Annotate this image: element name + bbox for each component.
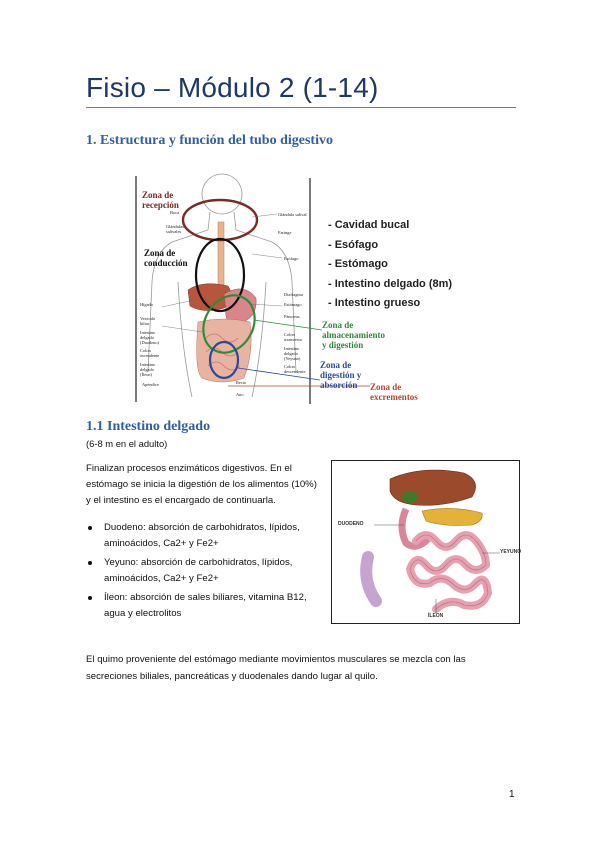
label-higado: Hígado [140,302,153,307]
bullet-icon [88,596,92,600]
section-1-1-heading: 1.1 Intestino delgado [86,419,211,434]
section-1-heading: 1. Estructura y función del tubo digesti… [86,133,333,148]
list-item: Duodeno: absorción de carbohidratos, líp… [86,520,320,551]
label-glandula-salival: Glándula salival [278,212,307,217]
label-estomago: Estómago [284,302,302,307]
page-title: Fisio – Módulo 2 (1-14) [86,72,379,103]
label-vesicula: Vesícula biliar [140,316,155,326]
zone-conduccion-label: Zona de conducción [144,248,188,268]
zone-excrementos-label: Zona de excrementos [370,382,418,402]
label-boca: Boca [170,210,180,215]
zone-almacenamiento-label: Zona de almacenamiento y digestión [322,320,385,350]
label-diafragma: Diafragma [284,292,303,297]
label-faringe: Faringe [278,230,292,235]
label-colon-transverso: Colon transverso [284,332,303,342]
list-item: Yeyuno: absorción de carbohidratos, lípi… [86,555,320,586]
organ-list: - Cavidad bucal - Esófago - Estómago - I… [328,216,452,314]
label-intestino-yeyuno: Intestino delgado (Yeyuno) [284,346,301,361]
label-pancreas: Páncreas [284,314,300,319]
bullet-text: Yeyuno: absorción de carbohidratos, lípi… [104,557,293,584]
label-glandulas-salivales: Glándulas salivales [166,224,184,234]
label-intestino-duodeno: Intestino delgado (Duodeno) [140,330,160,345]
label-apendice: Apéndice [142,382,159,387]
closing-paragraph: El quimo proveniente del estómago median… [86,654,466,682]
label-recto: Recto [236,380,247,385]
label-ileon: ÍLEON [428,613,444,619]
label-colon-descendente: Colon descendente [284,364,306,374]
zone-absorcion-label: Zona de digestión y absorción [320,360,362,390]
absorption-list: Duodeno: absorción de carbohidratos, líp… [86,520,320,625]
label-colon-ascendente: Colon ascendente [140,348,160,358]
label-ano: Ano [236,392,244,397]
list-item: Íleon: absorción de sales biliares, vita… [86,590,320,621]
intro-paragraph: Finalizan procesos enzimáticos digestivo… [86,463,317,506]
bullet-text: Duodeno: absorción de carbohidratos, líp… [104,522,300,549]
digestive-tract-figure: Zona de recepción Zona de conducción Zon… [132,172,472,404]
organ-item: - Cavidad bucal [328,219,410,231]
organ-item: - Estómago [328,258,388,270]
organ-item: - Esófago [328,238,379,251]
page-number: 1 [509,789,515,800]
title-underline [86,107,516,108]
section-1-1-subtitle: (6-8 m en el adulto) [86,438,168,449]
bullet-text: Íleon: absorción de sales biliares, vita… [104,592,307,619]
label-esofago: Esófago [284,256,299,261]
label-duodeno: DUODENO [338,521,364,527]
small-intestine-figure: DUODENO YEYUNO ÍLEON [331,460,522,624]
organ-item: - Intestino grueso [328,297,421,309]
bullet-icon [88,561,92,565]
label-intestino-ileon: Intestino delgado (Íleon) [140,362,156,377]
label-yeyuno: YEYUNO [500,549,522,555]
digestive-tract-illustration [135,173,370,404]
small-intestine-illustration [360,469,500,613]
organ-item: - Intestino delgado (8m) [328,277,453,290]
bullet-icon [88,526,92,530]
zone-recepcion-label: Zona de recepción [142,190,179,210]
